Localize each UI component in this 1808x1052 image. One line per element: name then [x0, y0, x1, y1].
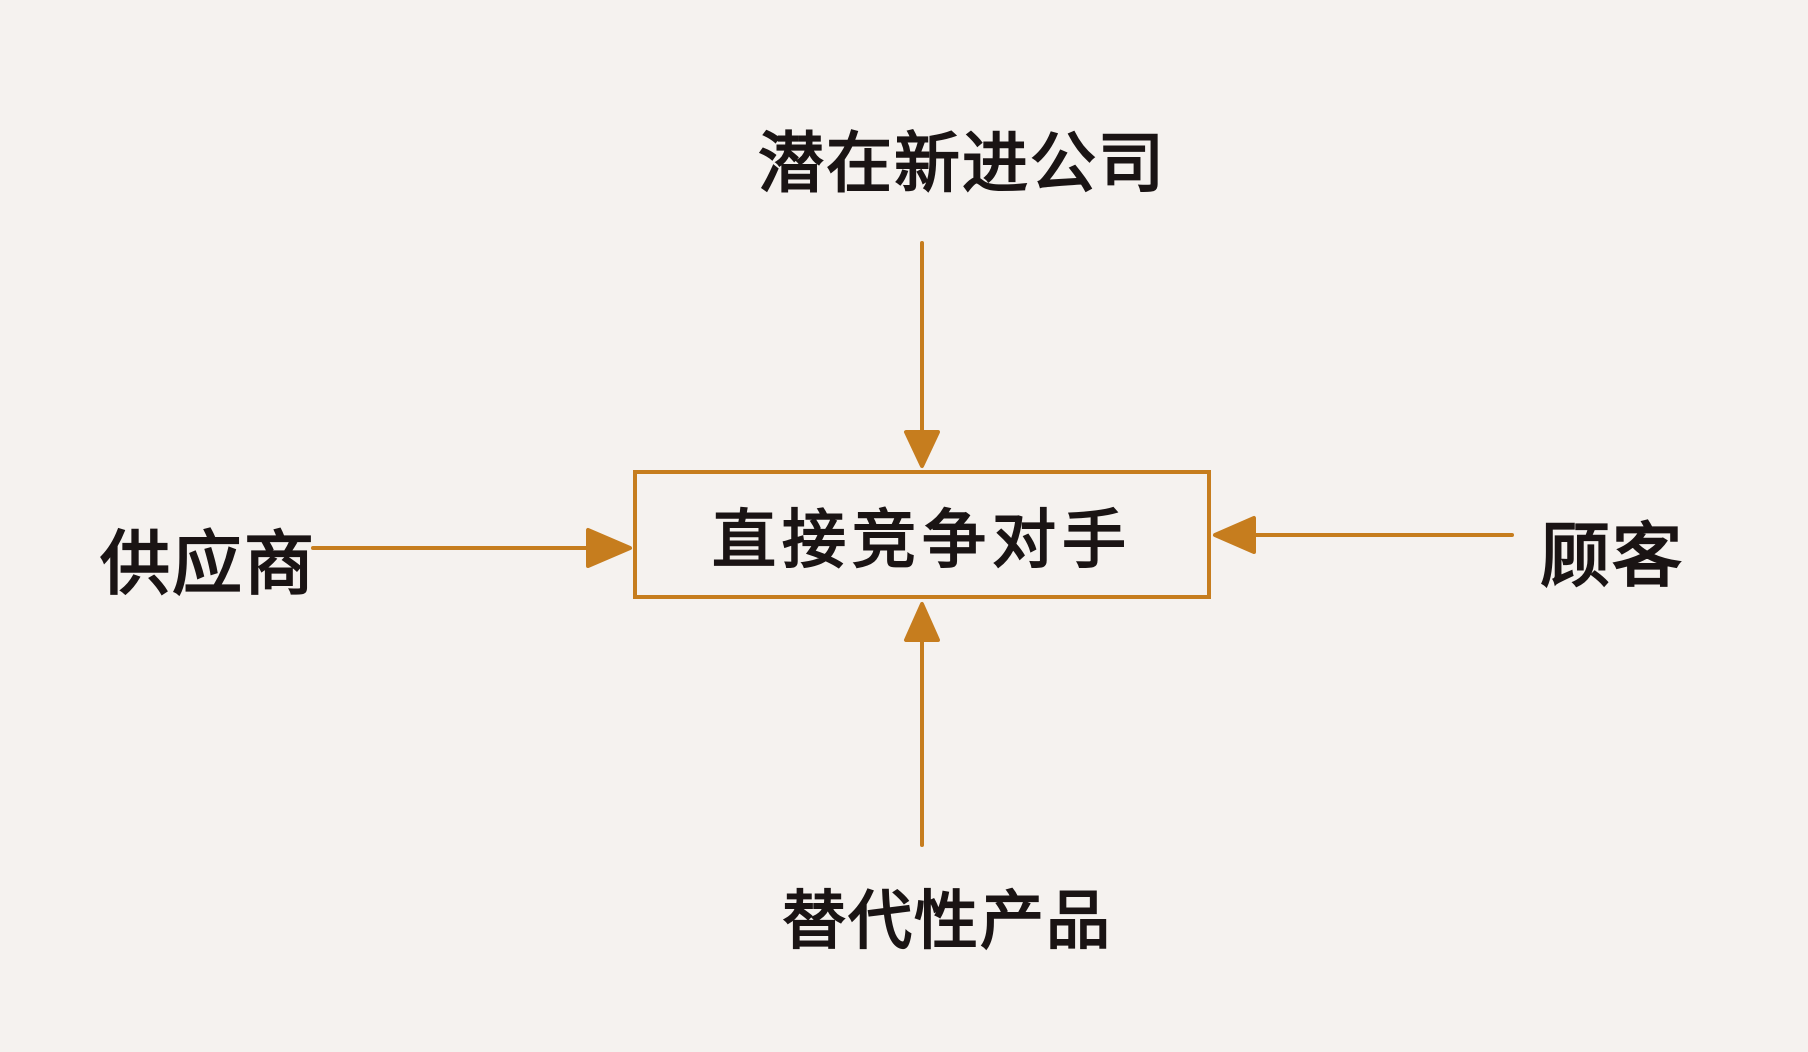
center-node-box: 直接竞争对手 [633, 470, 1211, 599]
center-node-label: 直接竞争对手 [712, 502, 1132, 578]
top-node-label: 潜在新进公司 [758, 124, 1166, 202]
arrow-bottom-head [904, 602, 940, 642]
arrow-left-head [586, 528, 632, 568]
arrow-top-head [904, 430, 940, 468]
arrow-right-head [1213, 516, 1256, 554]
bottom-node-label: 替代性产品 [782, 884, 1112, 959]
left-node-label: 供应商 [100, 522, 316, 605]
right-node-label: 顾客 [1540, 514, 1684, 597]
